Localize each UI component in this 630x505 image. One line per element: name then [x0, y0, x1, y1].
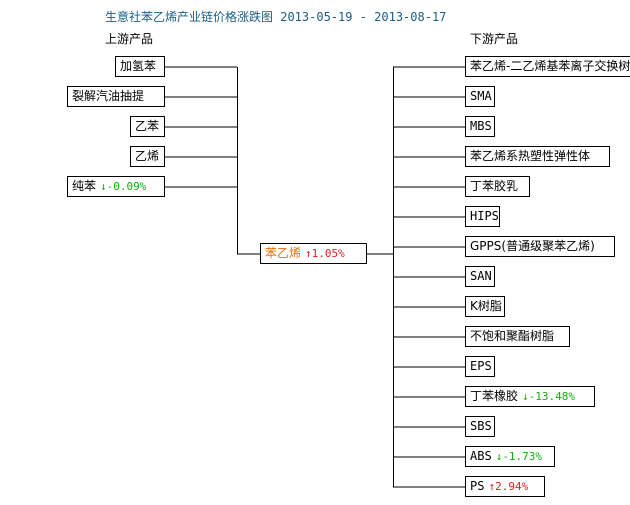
diagram-title: 生意社苯乙烯产业链价格涨跌图 2013-05-19 - 2013-08-17	[105, 10, 447, 24]
upstream-node[interactable]: 加氢苯	[115, 56, 165, 77]
arrow-down-icon: ↓	[495, 450, 503, 463]
downstream-node[interactable]: HIPS	[465, 206, 500, 227]
arrow-down-icon: ↓	[522, 390, 529, 403]
downstream-node-change: ↓-1.73%	[496, 450, 542, 463]
downstream-node-label: 丁苯橡胶	[470, 389, 519, 403]
upstream-node-label: 乙烯	[135, 149, 160, 163]
downstream-node[interactable]: 苯乙烯系热塑性弹性体	[465, 146, 610, 167]
downstream-node[interactable]: MBS	[465, 116, 495, 137]
downstream-node[interactable]: PS↑2.94%	[465, 476, 545, 497]
downstream-node[interactable]: 不饱和聚酯树脂	[465, 326, 570, 347]
upstream-node-change: ↓-0.09%	[100, 180, 146, 193]
arrow-up-icon: ↑	[305, 247, 312, 260]
downstream-node[interactable]: K树脂	[465, 296, 505, 317]
upstream-label: 上游产品	[105, 32, 154, 46]
arrow-up-icon: ↑	[488, 480, 496, 493]
downstream-node-change: ↑2.94%	[488, 480, 528, 493]
upstream-node-label: 加氢苯	[120, 59, 157, 73]
downstream-node-label: PS	[470, 479, 485, 493]
downstream-node[interactable]: 苯乙烯-二乙烯基苯离子交换树脂	[465, 56, 630, 77]
center-node-label: 苯乙烯	[265, 246, 302, 260]
downstream-node-label: GPPS(普通级聚苯乙烯)	[470, 239, 595, 253]
downstream-node-label: EPS	[470, 359, 492, 373]
downstream-node-change-value: -13.48%	[528, 390, 575, 403]
downstream-label: 下游产品	[470, 32, 519, 46]
downstream-node-change-value: 2.94%	[495, 480, 529, 493]
upstream-node[interactable]: 乙烯	[130, 146, 165, 167]
downstream-node[interactable]: EPS	[465, 356, 495, 377]
downstream-node[interactable]: ABS↓-1.73%	[465, 446, 555, 467]
downstream-node-label: SBS	[470, 419, 492, 433]
downstream-node-label: K树脂	[470, 299, 502, 313]
upstream-node-label: 纯苯	[72, 179, 97, 193]
downstream-node-label: 苯乙烯-二乙烯基苯离子交换树脂	[470, 59, 630, 73]
downstream-node-label: 不饱和聚酯树脂	[470, 329, 555, 343]
upstream-node[interactable]: 乙苯	[130, 116, 165, 137]
downstream-node[interactable]: SMA	[465, 86, 495, 107]
upstream-node[interactable]: 纯苯↓-0.09%	[67, 176, 165, 197]
center-node-change-value: 1.05%	[311, 247, 345, 260]
downstream-node-label: SMA	[470, 89, 492, 103]
downstream-node[interactable]: SAN	[465, 266, 495, 287]
downstream-node-change: ↓-13.48%	[522, 390, 575, 403]
downstream-node-label: 苯乙烯系热塑性弹性体	[470, 149, 591, 163]
downstream-node-change-value: -1.73%	[502, 450, 543, 463]
downstream-node[interactable]: SBS	[465, 416, 495, 437]
arrow-down-icon: ↓	[100, 180, 107, 193]
center-node[interactable]: 苯乙烯↑1.05%	[260, 243, 367, 264]
downstream-node-label: 丁苯胶乳	[470, 179, 519, 193]
upstream-node-label: 裂解汽油抽提	[72, 89, 145, 103]
upstream-node-label: 乙苯	[135, 119, 160, 133]
downstream-node-label: HIPS	[470, 209, 499, 223]
downstream-node-label: ABS	[470, 449, 492, 463]
upstream-node[interactable]: 裂解汽油抽提	[67, 86, 165, 107]
downstream-node[interactable]: 丁苯胶乳	[465, 176, 530, 197]
downstream-node[interactable]: 丁苯橡胶↓-13.48%	[465, 386, 595, 407]
center-node-change: ↑1.05%	[305, 247, 345, 260]
downstream-node-label: SAN	[470, 269, 492, 283]
downstream-node-label: MBS	[470, 119, 492, 133]
upstream-node-change-value: -0.09%	[106, 180, 147, 193]
downstream-node[interactable]: GPPS(普通级聚苯乙烯)	[465, 236, 615, 257]
